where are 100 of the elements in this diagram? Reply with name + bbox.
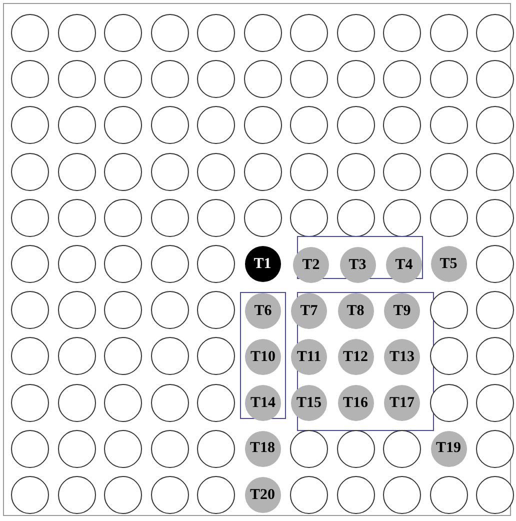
empty-circle: [11, 384, 49, 422]
empty-circle: [104, 60, 142, 98]
empty-circle: [430, 291, 468, 330]
empty-circle: [11, 60, 49, 98]
shaded-circle: [245, 385, 281, 422]
empty-circle: [150, 14, 188, 52]
empty-circle: [58, 60, 96, 98]
node-label: T1: [254, 256, 272, 272]
empty-circle: [104, 291, 142, 330]
shaded-circle: [338, 385, 374, 422]
node-label: T6: [254, 304, 272, 318]
node-label: T3: [348, 258, 366, 272]
node-label: T5: [440, 256, 458, 272]
empty-circle: [11, 337, 49, 376]
empty-circle: [383, 152, 421, 191]
empty-circle: [104, 152, 142, 191]
empty-circle: [104, 384, 142, 422]
node-label: T19: [436, 441, 461, 456]
empty-circle: [383, 476, 421, 514]
empty-circle: [476, 384, 514, 422]
empty-circle: [11, 152, 49, 191]
empty-circle: [476, 337, 514, 376]
empty-circle: [290, 106, 328, 144]
empty-circle: [336, 430, 374, 468]
empty-circle: [58, 384, 96, 422]
empty-circle: [58, 476, 96, 514]
empty-circle: [197, 476, 235, 514]
shaded-circle: [244, 477, 280, 513]
empty-circle: [336, 60, 374, 98]
empty-circle: [476, 430, 514, 468]
shaded-circle: [340, 247, 376, 283]
empty-circle: [150, 476, 188, 514]
empty-circle: [336, 198, 374, 237]
empty-circle: [244, 60, 282, 98]
empty-circle: [476, 476, 514, 514]
empty-circle: [430, 476, 468, 514]
empty-circle: [244, 198, 282, 237]
shaded-circle: [384, 293, 420, 329]
node-label: T10: [250, 350, 276, 365]
empty-circle: [58, 337, 96, 376]
empty-circle: [197, 152, 235, 191]
empty-circle: [476, 60, 514, 98]
node-label: T2: [302, 258, 320, 272]
empty-circle: [58, 152, 96, 191]
empty-circle: [104, 106, 142, 144]
shaded-circle: [293, 247, 329, 283]
empty-circle: [58, 291, 96, 330]
empty-circle: [150, 106, 188, 144]
empty-circle: [11, 245, 49, 283]
empty-circle: [290, 198, 328, 237]
node-label: T17: [389, 396, 414, 411]
node-label: T16: [342, 396, 368, 411]
empty-circle: [290, 14, 328, 52]
empty-circle: [197, 430, 235, 468]
empty-circle: [104, 14, 142, 52]
empty-circle: [244, 14, 282, 52]
group-box: [240, 292, 286, 419]
empty-circle: [197, 384, 235, 422]
shaded-circle: [430, 246, 466, 282]
empty-circle: [430, 337, 468, 376]
empty-circle: [197, 245, 235, 283]
empty-circle: [336, 14, 374, 52]
empty-circle: [383, 14, 421, 52]
empty-circle: [150, 152, 188, 191]
shaded-circle: [244, 430, 280, 467]
empty-circle: [197, 60, 235, 98]
empty-circle: [150, 384, 188, 422]
empty-circle: [11, 14, 49, 52]
empty-circle: [11, 198, 49, 237]
shaded-circle: [386, 247, 422, 283]
empty-circle: [150, 291, 188, 330]
empty-circle: [430, 60, 468, 98]
node-label: T4: [395, 258, 413, 272]
node-label: T7: [300, 304, 318, 318]
empty-circle: [336, 476, 374, 514]
empty-circle: [383, 198, 421, 237]
empty-circle: [150, 245, 188, 283]
empty-circle: [430, 152, 468, 191]
shaded-circle: [338, 293, 374, 329]
shaded-circle: [245, 293, 281, 329]
shaded-circle: [291, 339, 327, 376]
empty-circle: [197, 291, 235, 330]
empty-circle: [150, 430, 188, 468]
node-label: T15: [296, 396, 322, 411]
empty-circle: [58, 198, 96, 237]
empty-circle: [150, 337, 188, 376]
empty-circle: [104, 476, 142, 514]
empty-circle: [476, 14, 514, 52]
node-label: T13: [389, 350, 414, 365]
empty-circle: [336, 152, 374, 191]
empty-circle: [104, 337, 142, 376]
empty-circle: [244, 106, 282, 144]
empty-circle: [476, 198, 514, 237]
empty-circle: [290, 430, 328, 468]
empty-circle: [430, 198, 468, 237]
empty-circle: [197, 337, 235, 376]
node-label: T11: [296, 350, 322, 365]
empty-circle: [336, 106, 374, 144]
node-label: T14: [250, 396, 276, 411]
empty-circle: [58, 106, 96, 144]
